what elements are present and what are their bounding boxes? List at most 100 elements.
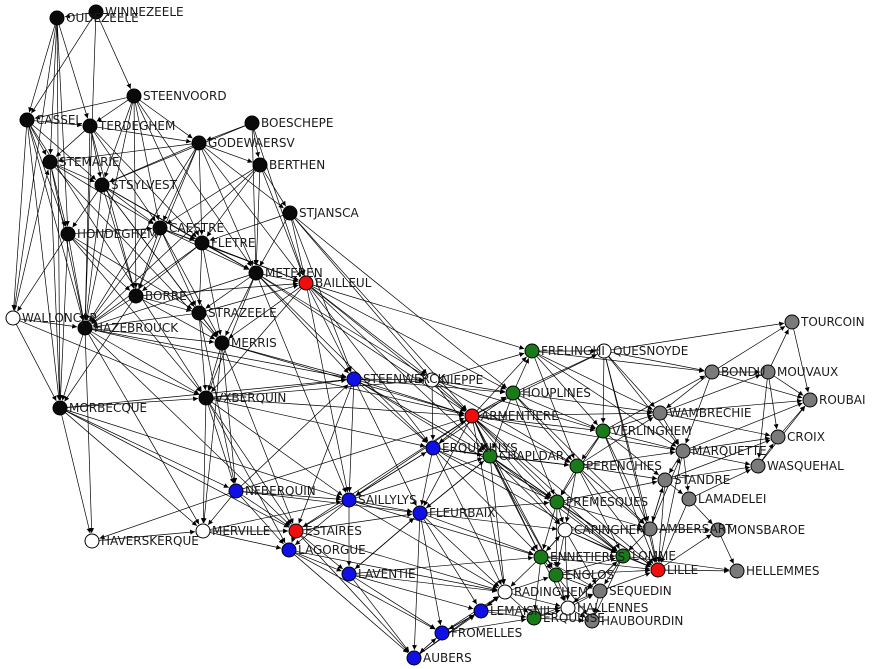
node-meteren[interactable] (248, 265, 264, 281)
node-erquinhemlys[interactable] (425, 440, 441, 456)
node-saillylys[interactable] (341, 492, 357, 508)
node-nfberquin[interactable] (228, 483, 244, 499)
node-verlinghem[interactable] (595, 423, 611, 439)
node-hallennes[interactable] (560, 600, 576, 616)
node-wasquehal[interactable] (750, 458, 766, 474)
node-perenchies[interactable] (569, 458, 585, 474)
node-fromelles[interactable] (434, 625, 450, 641)
node-mouvaux[interactable] (760, 364, 776, 380)
node-chapldar[interactable] (482, 448, 498, 464)
edge-berthen-caestre (166, 168, 255, 225)
node-englos[interactable] (548, 567, 564, 583)
node-cassel[interactable] (19, 112, 35, 128)
node-lambersart[interactable] (642, 521, 658, 537)
edge-terdeghem-stemarie (55, 130, 86, 157)
edge-merris-vxberquin (207, 349, 221, 391)
edge-bondues-tourcoin (717, 325, 786, 369)
edge-merville-lagorgue (209, 532, 282, 550)
node-lagorgue[interactable] (281, 542, 297, 558)
node-steenvoord[interactable] (126, 88, 142, 104)
edge-marquette-wasquehal (689, 452, 751, 466)
node-hondeghem[interactable] (60, 226, 76, 242)
node-terdeghem[interactable] (82, 118, 98, 134)
edge-strazeele-hazebrouck (92, 313, 193, 329)
node-roubaix[interactable] (802, 392, 818, 408)
node-quesnoyde[interactable] (596, 343, 612, 359)
edge-fleurbaix-chapldar (425, 460, 485, 509)
node-nieppe[interactable] (424, 372, 440, 388)
node-caestre[interactable] (152, 220, 168, 236)
node-fleurbaix[interactable] (412, 505, 428, 521)
node-hellemmes[interactable] (729, 563, 745, 579)
node-walloncap[interactable] (5, 310, 21, 326)
node-label-chapldar: CHAPLDAR (499, 449, 564, 463)
node-lomme[interactable] (615, 548, 631, 564)
node-tourcoin[interactable] (784, 314, 800, 330)
node-estaires[interactable] (288, 523, 304, 539)
node-sequedin[interactable] (592, 583, 608, 599)
node-merris[interactable] (214, 335, 230, 351)
node-monsbaroe[interactable] (710, 522, 726, 538)
edge-estaires-lagorgue (291, 537, 296, 543)
node-borre[interactable] (128, 288, 144, 304)
edge-godewaersv-berthen (205, 145, 253, 163)
node-strazeele[interactable] (191, 305, 207, 321)
edge-bailleul-armentiere (311, 287, 466, 412)
edge-oudezeele-morbecque (56, 24, 63, 401)
edge-bailleul-chapldar (310, 287, 485, 451)
node-houplines[interactable] (505, 385, 521, 401)
node-premesques[interactable] (549, 494, 565, 510)
node-boeschepe[interactable] (244, 115, 260, 131)
node-oudezeele[interactable] (49, 10, 65, 26)
node-label-vxberquin: VXBERQUIN (215, 391, 286, 405)
node-merville[interactable] (195, 523, 211, 539)
edge-armentiere-chapldar (474, 422, 488, 449)
node-label-fromelles: FROMELLES (451, 626, 522, 640)
node-lamadelei[interactable] (681, 491, 697, 507)
node-frelinghien[interactable] (524, 343, 540, 359)
edge-wambrechie-mouvaux (666, 374, 761, 411)
node-wambrechie[interactable] (652, 405, 668, 421)
node-capinghem[interactable] (557, 522, 573, 538)
node-standre[interactable] (657, 472, 673, 488)
edge-steenwerck-saillylys (347, 385, 355, 493)
edge-verlinghem-perenchies (581, 436, 600, 460)
edge-stemarie-merris (54, 166, 217, 338)
node-stsylvest[interactable] (94, 177, 110, 193)
node-godewaersv[interactable] (191, 135, 207, 151)
edge-nfberquin-steenwerck (240, 384, 349, 487)
edge-steenvoord-caestre (135, 102, 160, 221)
node-vxberquin[interactable] (198, 390, 214, 406)
edge-caestre-hazebrouck (89, 233, 157, 322)
node-lille[interactable] (650, 562, 666, 578)
node-label-lagorgue: LAGORGUE (298, 543, 366, 557)
node-bondues[interactable] (704, 364, 720, 380)
node-steenwerck[interactable] (346, 371, 362, 387)
edge-terdeghem-fletre (94, 130, 197, 238)
node-haubourdin[interactable] (584, 613, 600, 629)
node-winnezeele[interactable] (88, 4, 104, 20)
node-berthen[interactable] (252, 157, 268, 173)
edge-hallennes-haubourdin (573, 611, 586, 618)
node-radinghem[interactable] (497, 584, 513, 600)
edge-vxberquin-nfberquin (207, 404, 235, 484)
node-laventie[interactable] (341, 566, 357, 582)
node-marquette[interactable] (675, 443, 691, 459)
node-stjansca[interactable] (282, 205, 298, 221)
node-armentiere[interactable] (464, 408, 480, 424)
node-haverskerque[interactable] (84, 533, 100, 549)
node-bailleul[interactable] (298, 275, 314, 291)
node-ennetieres[interactable] (533, 549, 549, 565)
node-label-strazeele: STRAZEELE (208, 306, 277, 320)
edge-radinghem-beaucamps (509, 596, 529, 613)
node-hazebrouck[interactable] (77, 320, 93, 336)
node-morbecque[interactable] (52, 400, 68, 416)
node-croix[interactable] (770, 429, 786, 445)
node-lemaisnil[interactable] (473, 603, 489, 619)
node-fletre[interactable] (194, 235, 210, 251)
node-aubers[interactable] (406, 650, 422, 666)
node-beaucamps[interactable] (526, 610, 542, 626)
node-stemarie[interactable] (42, 154, 58, 170)
edge-meteren-steenwerck (260, 277, 349, 374)
edge-fleurbaix-aubers (412, 519, 421, 651)
